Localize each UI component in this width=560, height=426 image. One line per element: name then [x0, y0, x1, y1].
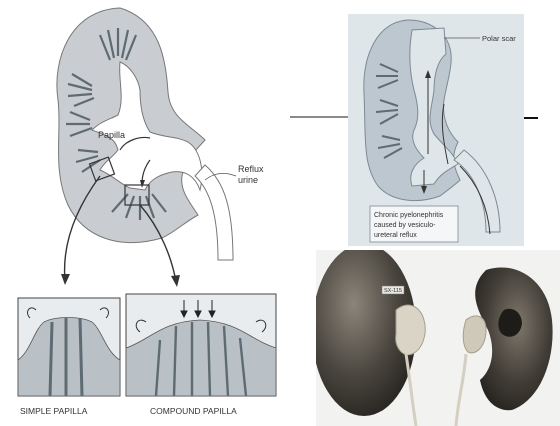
caption-line2: caused by vesiculo-: [374, 222, 436, 229]
divider-line-black: [524, 117, 538, 119]
reflux-label-line2: urine: [238, 175, 258, 185]
simple-papilla-panel: SIMPLE PAPILLA: [18, 298, 120, 416]
divider-line-grey: [290, 116, 348, 118]
specimen-tag-text: SX-115: [384, 288, 402, 294]
reflux-label-line1: Reflux: [238, 164, 264, 174]
compound-papilla-caption: COMPOUND PAPILLA: [150, 406, 237, 416]
polar-scar-label: Polar scar: [482, 34, 516, 43]
reflux-diagram-left: Papilla Reflux urine SIMPLE PAPILLA: [0, 0, 290, 426]
specimen-hilum-right: [463, 316, 486, 353]
chronic-pyelonephritis-diagram: Polar scar Chronic pyelonephritis caused…: [348, 14, 524, 246]
ureter: [195, 165, 233, 260]
simple-papilla-caption: SIMPLE PAPILLA: [20, 406, 88, 416]
specimen-hilum-left: [396, 305, 426, 355]
specimen-kidney-right: [475, 267, 552, 410]
caption-line1: Chronic pyelonephritis: [374, 212, 444, 219]
caption-line3: ureteral reflux: [374, 232, 417, 239]
ureter-right: [454, 150, 500, 232]
compound-papilla-panel: COMPOUND PAPILLA: [126, 294, 276, 416]
kidney-reflux-illustration: Papilla Reflux urine SIMPLE PAPILLA: [0, 0, 290, 426]
kidney-specimen-photo: SX-115: [316, 250, 560, 426]
papilla-label: Papilla: [98, 130, 125, 140]
